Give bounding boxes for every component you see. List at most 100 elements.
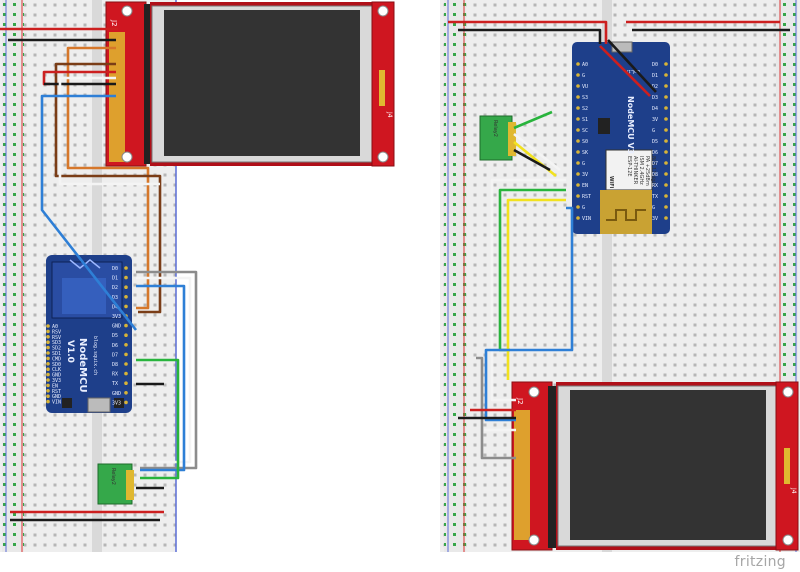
wire-blue: [40, 94, 138, 331]
pin-label: 3V: [582, 172, 588, 178]
pin-hole: [46, 389, 50, 393]
pin-hole: [576, 73, 580, 77]
pin-hole: [124, 371, 128, 376]
pin-hole: [576, 183, 580, 187]
pin-label: 3V: [652, 117, 658, 123]
pin-hole: [46, 378, 50, 382]
fritzing-brand-label: fritzing: [734, 554, 786, 570]
pin-hole: [124, 400, 128, 405]
pin-label: D7: [112, 352, 118, 358]
pin-hole: [46, 356, 50, 361]
left-board-site: blog.squix.ch: [92, 336, 98, 375]
wire-black: [458, 28, 602, 44]
left-display-j4-label: J4: [386, 111, 393, 118]
pin-hole: [46, 345, 50, 350]
pin-hole: [576, 205, 580, 209]
pin-label: D5: [112, 333, 118, 339]
left-tft-display: J2 J4: [105, 1, 395, 167]
pin-label: EN: [52, 383, 58, 389]
pin-hole: [664, 106, 668, 110]
pin-label: RX: [652, 183, 658, 189]
left-display-j2-label: J2: [110, 19, 118, 27]
pin-hole: [46, 340, 50, 345]
left-nodemcu-board: NodeMCU V1.0 blog.squix.ch D0D1D2D3D43V3…: [46, 255, 132, 413]
wire-red-x: [599, 45, 651, 97]
module-text-line: PA +25dBm: [644, 156, 650, 186]
pin-label: D0: [112, 266, 118, 272]
pin-hole: [124, 266, 128, 270]
module-text-line: ESP-12E: [626, 156, 632, 177]
wire-white-2: [490, 178, 566, 402]
pin-hole: [124, 323, 128, 328]
right-wires: [448, 20, 790, 460]
pin-label: A0: [582, 62, 588, 68]
pin-label: 3V3: [112, 314, 121, 320]
left-board-title: NodeMCU: [77, 338, 88, 393]
pin-label: S3: [582, 95, 588, 101]
wire-blue: [484, 206, 574, 422]
pin-label: D3: [652, 95, 658, 101]
pin-label: SD3: [52, 340, 61, 346]
pin-label: A0: [52, 324, 58, 330]
pin-hole: [124, 285, 128, 290]
pin-hole: [664, 139, 668, 143]
right-display-j2-label: J2: [516, 397, 524, 405]
pin-label: GND: [52, 373, 61, 379]
pin-label: EN: [582, 183, 588, 189]
pin-label: CMD: [52, 356, 61, 362]
pin-label: D2: [652, 84, 658, 90]
pin-hole: [664, 172, 668, 176]
pin-label: RSV: [52, 335, 61, 341]
pin-hole: [664, 73, 668, 77]
wire-blue-2: [136, 284, 186, 472]
wire-black-x: [607, 39, 657, 93]
left-board-left-pins: A0RSVRSVSD3SD2SD1CMDSD0CLKGND3V3ENRSTGND…: [46, 324, 61, 406]
pin-hole: [124, 362, 128, 366]
wire-orange: [66, 46, 150, 310]
module-text-line: AI-THINKER: [632, 156, 638, 185]
pin-hole: [664, 84, 668, 88]
pin-label: D1: [112, 276, 118, 282]
pin-hole: [664, 216, 668, 220]
pin-label: S0: [582, 139, 588, 145]
pin-label: D6: [652, 150, 658, 156]
pin-hole: [576, 117, 580, 121]
pin-label: D4: [112, 304, 118, 310]
pin-label: 3V3: [112, 400, 121, 406]
pin-label: SD0: [52, 362, 61, 368]
pin-label: RSV: [52, 329, 61, 335]
pin-hole: [124, 343, 128, 347]
pin-label: G: [582, 73, 585, 79]
pin-label: CLK: [52, 367, 61, 373]
wire-black-relay: [513, 148, 551, 172]
pin-hole: [46, 324, 50, 328]
pin-hole: [124, 275, 128, 280]
module-text-line: ISM 2.4GHz: [638, 156, 644, 185]
pin-label: D1: [652, 73, 658, 79]
right-relay-module: Relay2: [479, 115, 516, 161]
left-relay-label: Relay2: [110, 468, 116, 485]
pin-label: G: [582, 205, 585, 211]
pin-hole: [664, 62, 668, 66]
pin-label: SD2: [52, 346, 61, 352]
pin-hole: [46, 372, 50, 377]
pin-label: D0: [652, 62, 658, 68]
pin-hole: [664, 194, 668, 198]
wire-green: [513, 110, 553, 130]
pin-label: S2: [582, 106, 588, 112]
pin-label: GND: [112, 324, 121, 330]
pin-hole: [576, 150, 580, 154]
pin-hole: [46, 329, 50, 334]
right-board-title: NodeMCU V3: [626, 96, 635, 154]
left-board-subtitle: V1.0: [65, 340, 75, 363]
right-tft-display: J2 J4: [511, 381, 799, 551]
pin-hole: [46, 383, 50, 388]
pin-hole: [124, 333, 128, 338]
pin-hole: [664, 161, 668, 165]
pin-label: D2: [112, 285, 118, 291]
pin-hole: [664, 150, 668, 154]
